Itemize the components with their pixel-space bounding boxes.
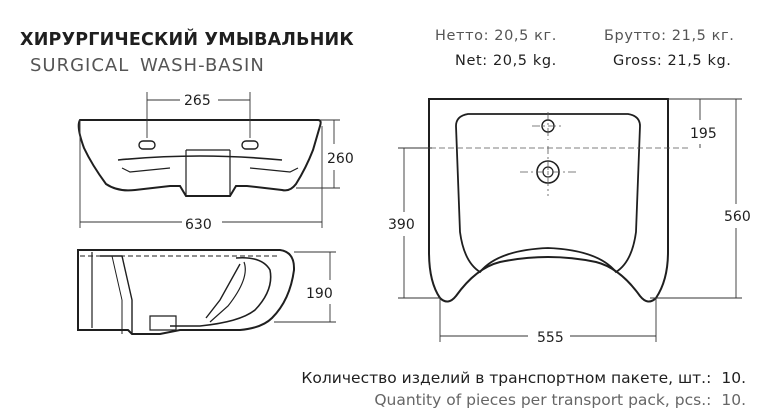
gross-weight-en: Gross: 21,5 kg. [613,53,732,69]
quantity-line-en: Quantity of pieces per transport pack, p… [374,391,746,409]
gross-weight-ru: Брутто: 21,5 кг. [604,28,735,44]
top-view [428,98,669,303]
dim-front-width-top: 265 [184,93,211,109]
side-view [77,249,295,335]
top-center-lines [430,112,690,196]
front-dimension-lines [79,92,340,228]
dim-top-hole-offset: 195 [690,126,717,142]
net-weight-en: Net: 20,5 kg. [455,53,557,69]
dim-front-height: 260 [327,151,354,167]
dim-side-height: 190 [306,286,333,302]
product-title-en: SURGICAL WASH-BASIN [30,55,265,76]
front-view [77,119,322,197]
quantity-value-ru: 10. [721,369,746,387]
quantity-value-en: 10. [721,391,746,409]
net-weight-ru: Нетто: 20,5 кг. [435,28,557,44]
top-dimension-lines [398,98,742,342]
dim-top-depth-inner: 390 [388,217,415,233]
side-dimension-lines [274,251,336,323]
quantity-label-ru: Количество изделий в транспортном пакете… [301,369,712,387]
quantity-line-ru: Количество изделий в транспортном пакете… [301,369,746,387]
dim-top-width: 555 [537,330,564,346]
dim-front-width-total: 630 [185,217,212,233]
dim-top-depth-total: 560 [724,209,751,225]
quantity-label-en: Quantity of pieces per transport pack, p… [374,391,712,409]
product-title-ru: ХИРУРГИЧЕСКИЙ УМЫВАЛЬНИК [20,30,354,50]
